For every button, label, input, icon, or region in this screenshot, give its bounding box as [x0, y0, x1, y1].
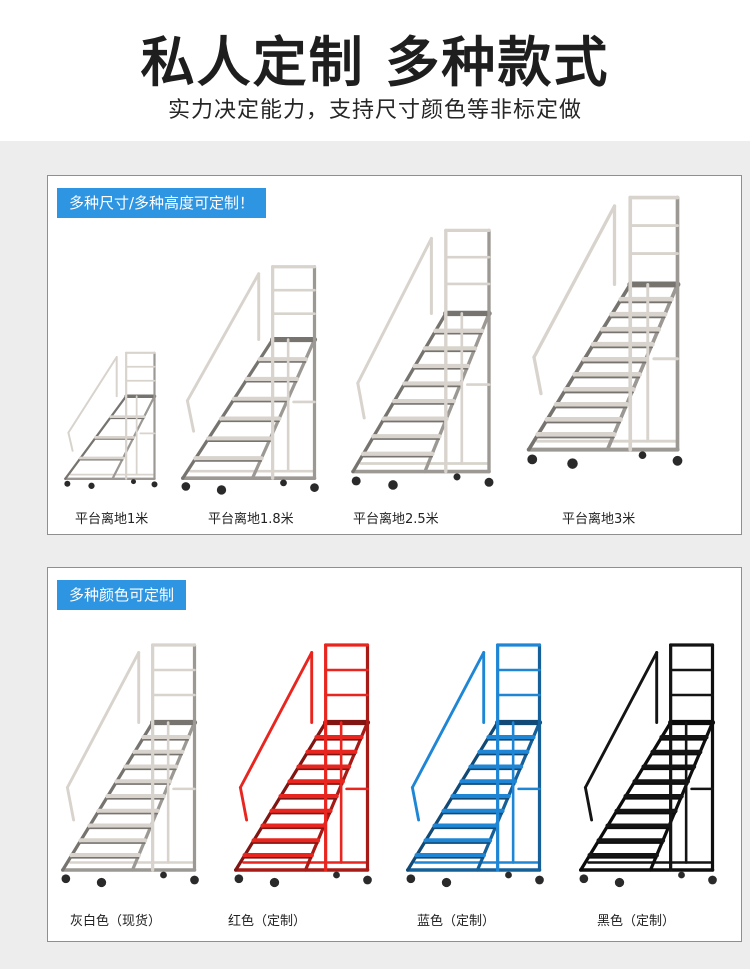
ladder-image-2-5m [351, 228, 494, 490]
colors-tag: 多种颜色可定制 [57, 580, 187, 610]
ladder-image-3m [526, 195, 683, 469]
ladder-image-blue [405, 643, 544, 888]
ladder-image-red [233, 643, 372, 888]
caption-1m: 平台离地1米 [75, 512, 149, 527]
sizes-panel [47, 175, 742, 535]
caption-3m: 平台离地3米 [562, 512, 636, 527]
caption-black: 黑色（定制） [597, 914, 676, 929]
caption-gray: 灰白色（现货） [70, 914, 162, 929]
sizes-tag: 多种尺寸/多种高度可定制！ [57, 188, 267, 218]
page-title: 私人定制 多种款式 [140, 31, 610, 94]
caption-1-8m: 平台离地1.8米 [208, 512, 294, 527]
caption-blue: 蓝色（定制） [417, 914, 496, 929]
ladder-image-gray [60, 643, 199, 888]
caption-2-5m: 平台离地2.5米 [353, 512, 439, 527]
caption-red: 红色（定制） [228, 914, 307, 929]
page-subtitle: 实力决定能力，支持尺寸颜色等非标定做 [167, 98, 582, 123]
ladder-image-1m [64, 351, 158, 489]
ladder-image-black [578, 643, 717, 888]
ladder-image-1-8m [180, 265, 319, 495]
